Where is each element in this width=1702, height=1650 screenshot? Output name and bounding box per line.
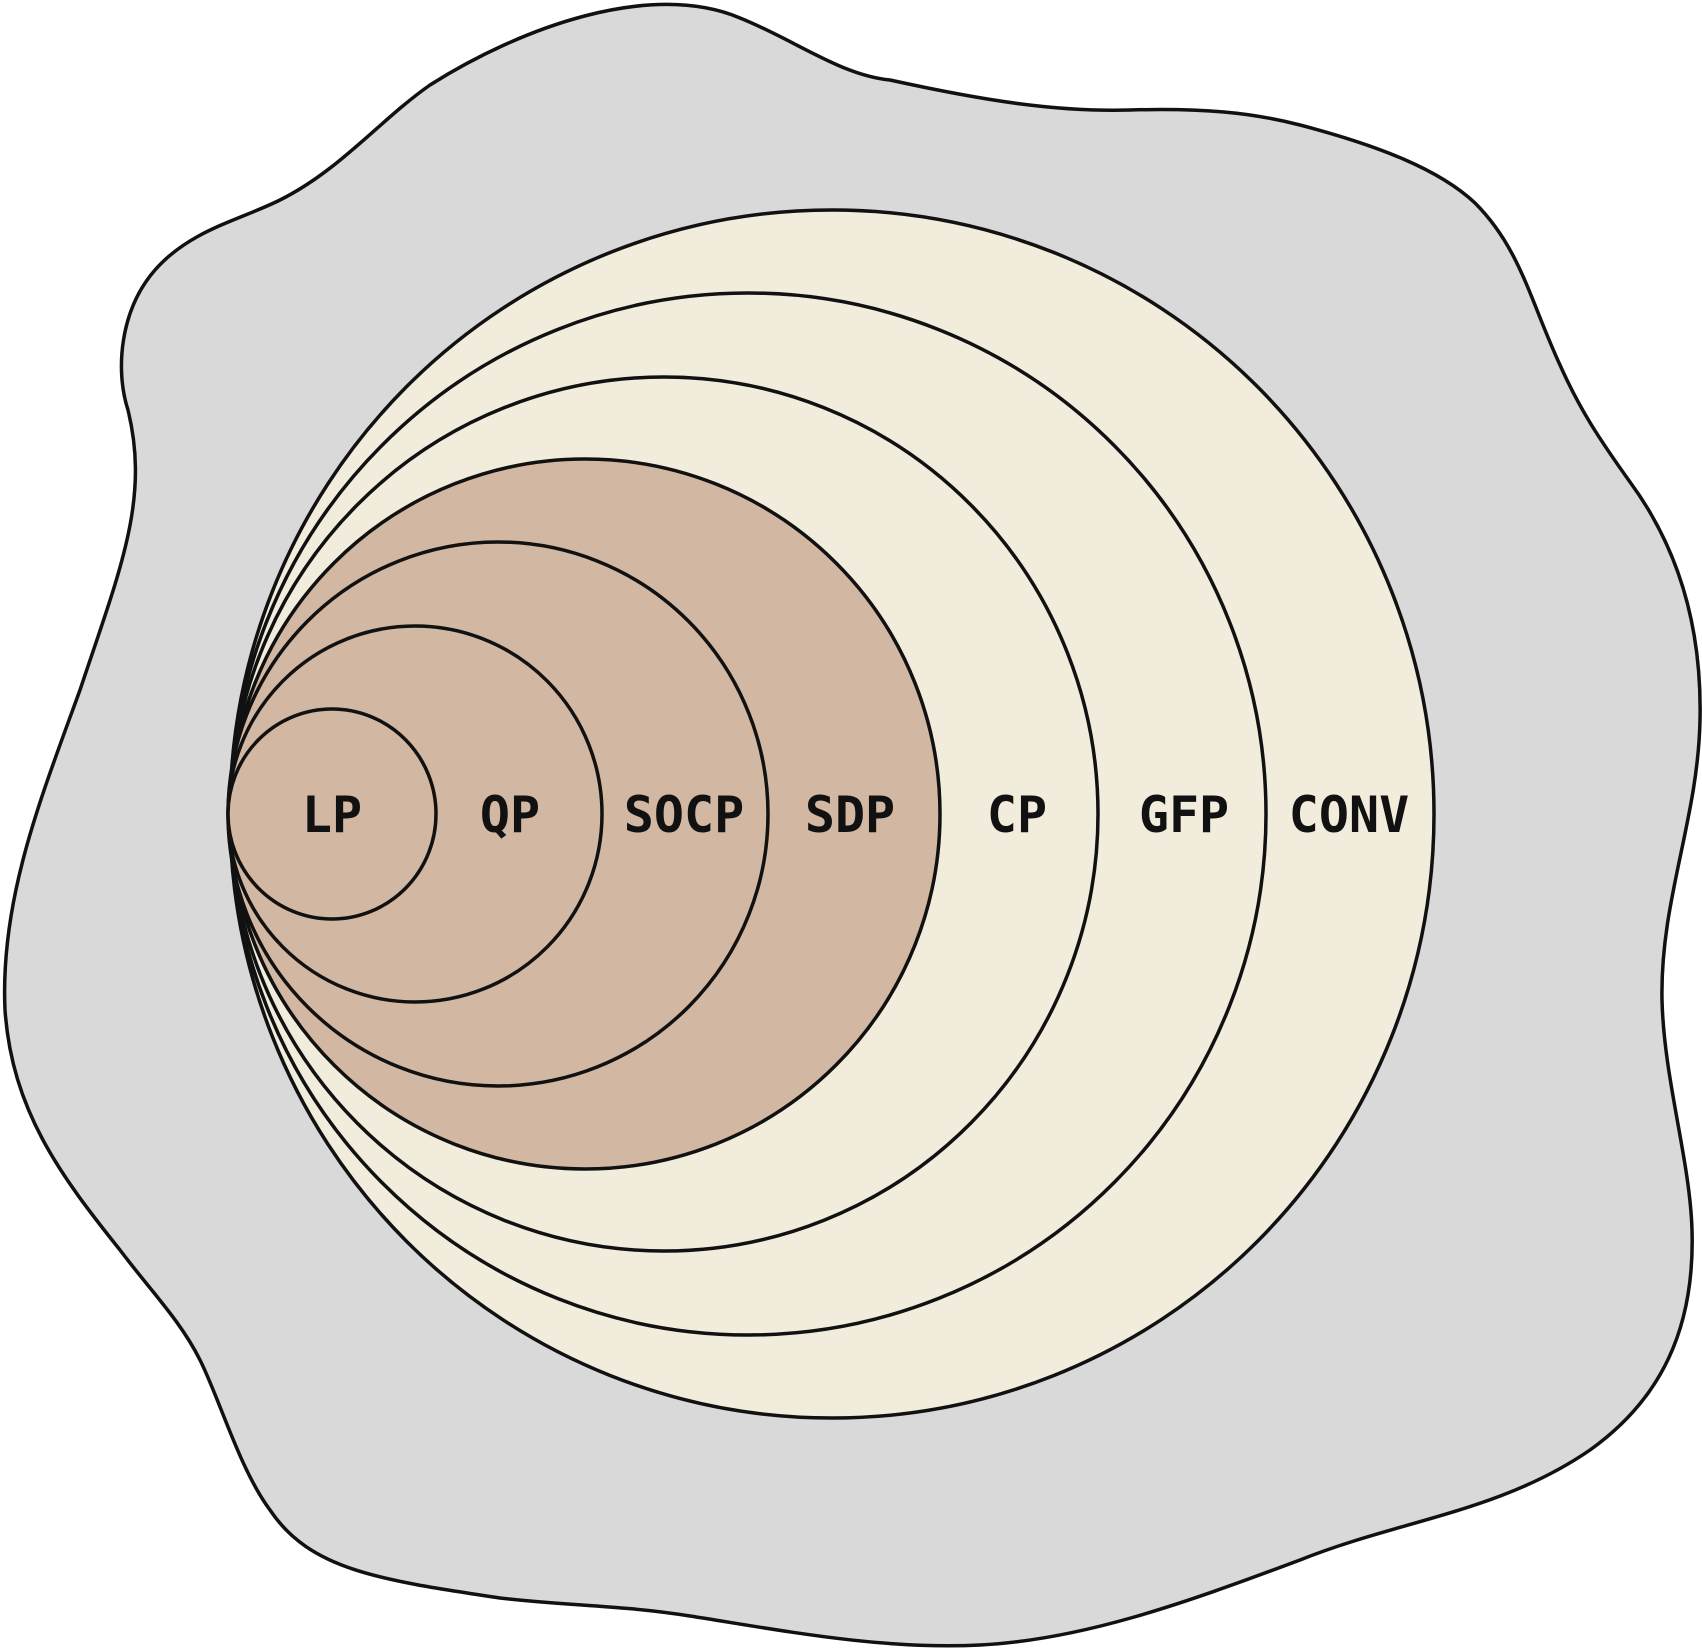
lp-circle (226, 707, 438, 921)
label-lp: LP (302, 786, 362, 844)
label-socp: SOCP (624, 786, 744, 844)
label-cp: CP (987, 786, 1047, 844)
label-qp: QP (480, 786, 540, 844)
label-sdp: SDP (805, 786, 895, 844)
label-conv: CONV (1289, 786, 1409, 844)
label-gfp: GFP (1139, 786, 1229, 844)
